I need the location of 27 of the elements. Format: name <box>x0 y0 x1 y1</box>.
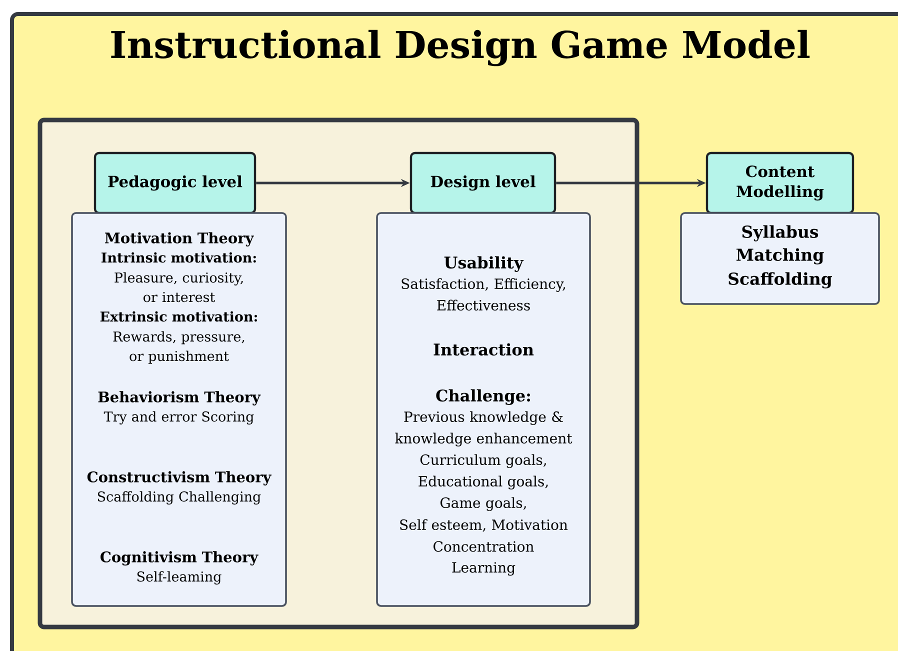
header-box: Content Modelling <box>706 152 854 214</box>
body-text: Curriculum goals, Educational goals, Game goals, <box>418 454 548 511</box>
title: Instructional Design Game Model <box>111 30 810 66</box>
heading-text: Usability <box>444 256 524 272</box>
heading-text: Interaction <box>434 343 534 356</box>
heading-text: Matching <box>736 248 824 264</box>
body-text: Pleasure, curiosity, or interest <box>114 272 243 302</box>
heading-text: Intrinsic motivation: <box>102 252 256 263</box>
heading-text: Challenge: <box>436 389 530 405</box>
heading-text: Behaviorism Theory <box>98 391 261 406</box>
body-text: Scaffolding Challenging <box>98 491 261 504</box>
header-box: Design level <box>410 152 556 214</box>
body-text: Previous knowledge & knowledge enhancement <box>395 411 572 446</box>
heading-text: Scaffolding <box>728 272 832 288</box>
body-text: Self-leaming <box>137 571 222 584</box>
body-text: Concentration <box>434 541 534 552</box>
heading-text: Constructivism Theory <box>87 471 272 486</box>
body-text: Try and error Scoring <box>104 411 254 424</box>
header-box: Pedagogic level <box>94 152 256 214</box>
body-text: Learning <box>452 562 516 576</box>
body-text: Rewards, pressure, or punishment <box>113 331 244 364</box>
body-text: Satisfaction, Efficiency, Effectiveness <box>402 278 566 311</box>
heading-text: Motivation Theory <box>104 232 254 246</box>
heading-text: Extrinsic motivation: <box>100 311 257 322</box>
heading-text: Syllabus <box>742 225 818 242</box>
heading-text: Cognitivism Theory <box>100 551 258 566</box>
body-text: Self esteem, Motivation <box>400 519 568 532</box>
